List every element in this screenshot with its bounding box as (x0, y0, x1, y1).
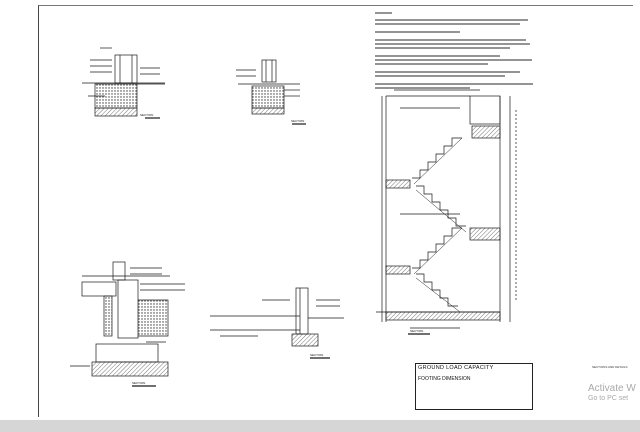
general-notes-block (375, 12, 533, 89)
detail-footing-lower-middle (210, 287, 344, 359)
ground-load-title: GROUND LOAD CAPACITY (418, 365, 494, 371)
sheet-reference: SECTIONS AND DETAILS (592, 365, 628, 369)
section-label-3: SECTION (132, 381, 145, 385)
footing-dimension-title: FOOTING DIMENSION (418, 376, 471, 382)
ground-load-panel: GROUND LOAD CAPACITY FOOTING DIMENSION (415, 363, 533, 410)
watermark-title: Activate W (588, 383, 636, 394)
activation-watermark: Activate W Go to PC set (588, 383, 640, 403)
detail-foundation-top-middle (236, 59, 306, 125)
drawing-sheet: SECTION SECTION SECTION SECTION SECTION … (0, 0, 640, 420)
detail-foundation-lower-left (70, 261, 185, 387)
section-label-2: SECTION (291, 119, 304, 123)
detail-foundation-top-left (82, 47, 165, 119)
staircase-section (376, 89, 517, 335)
section-label-stair: SECTION (410, 329, 423, 333)
section-label-1: SECTION (140, 113, 153, 117)
watermark-subtitle: Go to PC set (588, 394, 629, 402)
sheet-border (38, 5, 633, 417)
section-label-4: SECTION (310, 353, 323, 357)
drawing-canvas: SECTION SECTION SECTION SECTION SECTION (70, 12, 533, 402)
